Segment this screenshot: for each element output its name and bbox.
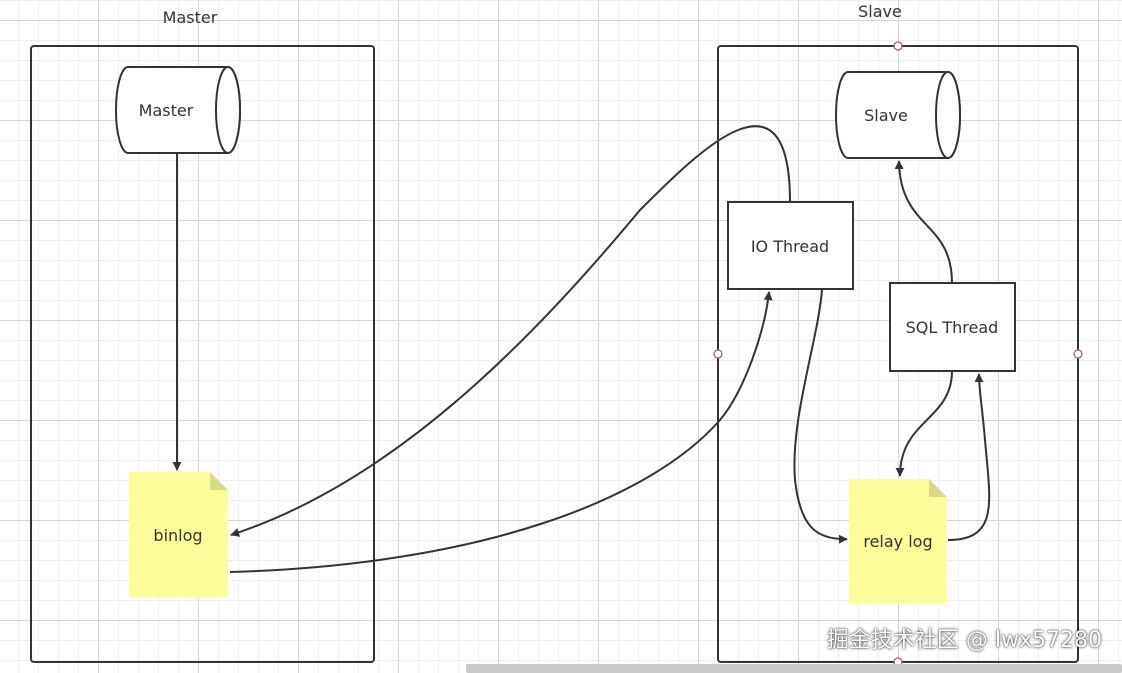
master-container[interactable] [30, 45, 375, 663]
selection-handle-top[interactable] [893, 41, 903, 51]
master-container-title: Master [163, 8, 218, 27]
sql-thread-label: SQL Thread [906, 318, 999, 337]
io-thread-box[interactable] [727, 201, 854, 290]
selection-handle-left[interactable] [713, 349, 723, 359]
watermark-text: 掘金技术社区 @ lwx57280 [826, 628, 1102, 653]
edge-binlog-to-io-thread[interactable] [229, 291, 773, 573]
horizontal-scrollbar[interactable] [466, 664, 1122, 673]
binlog-label: binlog [153, 526, 202, 545]
relay-log-label: relay log [863, 532, 932, 551]
edge-io-thread-to-relay-log[interactable] [793, 289, 848, 544]
io-thread-label: IO Thread [751, 237, 829, 256]
edge-relay-log-to-sql-thread[interactable] [947, 373, 991, 541]
slave-container-title: Slave [858, 2, 902, 21]
slave-database-icon[interactable] [835, 71, 961, 159]
edge-io-thread-to-binlog[interactable] [230, 125, 791, 537]
master-database-icon[interactable] [115, 66, 241, 154]
master-database-label: Master [139, 101, 194, 120]
edge-sql-thread-to-relay-log[interactable] [895, 370, 953, 477]
slave-database-label: Slave [864, 106, 908, 125]
edge-sql-thread-to-slave[interactable] [894, 160, 953, 284]
binlog-note[interactable] [129, 472, 228, 597]
sql-thread-box[interactable] [889, 282, 1016, 372]
relay-log-note[interactable] [849, 479, 947, 603]
selection-handle-right[interactable] [1073, 349, 1083, 359]
